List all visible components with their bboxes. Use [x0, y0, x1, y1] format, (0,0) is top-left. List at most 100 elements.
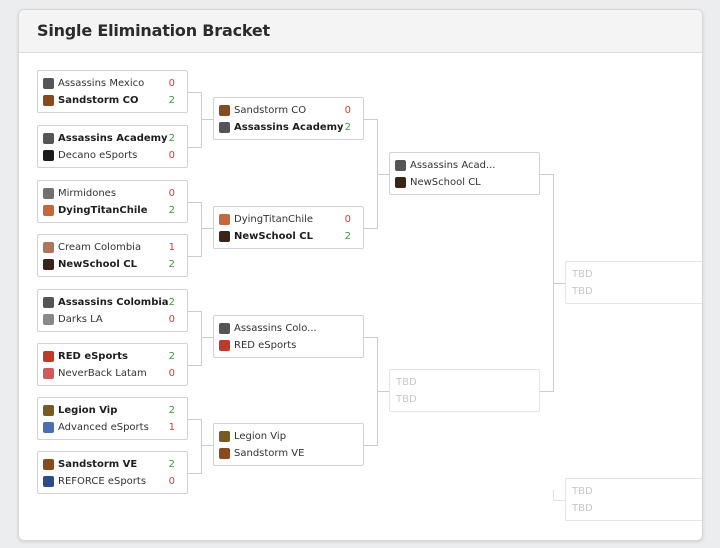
connector-line: [377, 390, 389, 392]
team-score: 1: [168, 422, 175, 433]
team-row[interactable]: Sandstorm CO 0: [214, 102, 363, 119]
team-logo-icon: [219, 448, 230, 459]
team-score: 0: [168, 368, 175, 379]
team-logo-icon: [43, 476, 54, 487]
connector-line: [364, 336, 377, 338]
team-name: DyingTitanChile: [234, 214, 314, 225]
team-row[interactable]: RED eSports: [214, 337, 363, 354]
connector-line: [188, 418, 201, 420]
team-row[interactable]: Assassins Acad...: [390, 157, 539, 174]
team-score: 2: [344, 122, 351, 133]
match-card[interactable]: TBD TBD: [389, 369, 540, 412]
team-logo-icon: [219, 431, 230, 442]
team-name: TBD: [572, 486, 593, 497]
match-card[interactable]: Assassins Acad... NewSchool CL: [389, 152, 540, 195]
team-row[interactable]: TBD: [390, 391, 539, 408]
team-name: DyingTitanChile: [58, 205, 148, 216]
team-row[interactable]: NeverBack Latam 0: [38, 365, 187, 382]
connector-line: [188, 310, 201, 312]
team-name: Mirmidones: [58, 188, 117, 199]
team-score: 2: [168, 297, 175, 308]
card-header: Single Elimination Bracket: [19, 10, 702, 53]
team-row[interactable]: NewSchool CL: [390, 174, 539, 191]
team-logo-icon: [43, 368, 54, 379]
team-name: Sandstorm VE: [234, 448, 305, 459]
match-card[interactable]: TBD TBD: [565, 478, 702, 521]
team-logo-icon: [219, 231, 230, 242]
connector-line: [188, 201, 201, 203]
team-name: TBD: [572, 269, 593, 280]
connector-line: [201, 310, 202, 366]
connector-line: [201, 201, 202, 257]
team-row[interactable]: Legion Vip: [214, 428, 363, 445]
team-name: Assassins Academy: [58, 133, 168, 144]
team-row[interactable]: TBD: [390, 374, 539, 391]
team-name: Advanced eSports: [58, 422, 149, 433]
team-score: 2: [168, 205, 175, 216]
team-logo-icon: [219, 323, 230, 334]
team-logo-icon: [43, 188, 54, 199]
team-name: NeverBack Latam: [58, 368, 147, 379]
team-score: 0: [168, 78, 175, 89]
team-logo-icon: [43, 314, 54, 325]
team-row[interactable]: DyingTitanChile 2: [38, 202, 187, 219]
connector-line: [553, 499, 565, 501]
team-row[interactable]: TBD: [566, 500, 702, 517]
team-row[interactable]: TBD: [566, 483, 702, 500]
team-logo-icon: [43, 133, 54, 144]
team-row[interactable]: Sandstorm VE: [214, 445, 363, 462]
team-row[interactable]: Mirmidones 0: [38, 185, 187, 202]
team-score: 2: [168, 133, 175, 144]
match-card[interactable]: Assassins Colo...RED eSports: [213, 315, 364, 358]
match-card[interactable]: TBD TBD: [565, 261, 702, 304]
team-name: Sandstorm CO: [234, 105, 307, 116]
connector-line: [201, 91, 202, 148]
team-row[interactable]: TBD: [566, 266, 702, 283]
connector-line: [188, 255, 201, 257]
team-logo-icon: [219, 122, 230, 133]
team-row[interactable]: Advanced eSports 1: [38, 419, 187, 436]
team-name: RED eSports: [58, 351, 128, 362]
team-score: 0: [168, 188, 175, 199]
connector-line: [377, 173, 389, 175]
team-name: TBD: [572, 286, 593, 297]
team-name: NewSchool CL: [410, 177, 481, 188]
team-name: TBD: [396, 377, 417, 388]
team-name: TBD: [396, 394, 417, 405]
team-row[interactable]: TBD: [566, 283, 702, 300]
team-row[interactable]: Assassins Colo...: [214, 320, 363, 337]
connector-line: [540, 390, 553, 392]
team-logo-icon: [43, 242, 54, 253]
team-score: 0: [344, 105, 351, 116]
team-logo-icon: [43, 405, 54, 416]
team-logo-icon: [43, 150, 54, 161]
team-logo-icon: [219, 340, 230, 351]
